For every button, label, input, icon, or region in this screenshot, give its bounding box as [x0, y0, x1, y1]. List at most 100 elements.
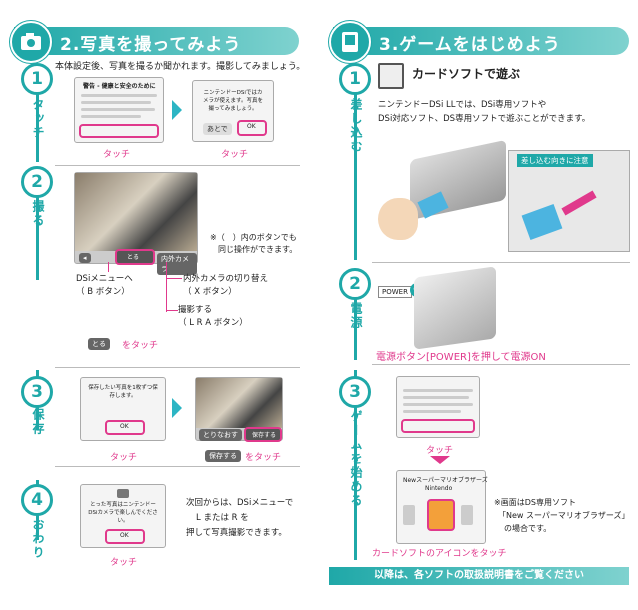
screen-note: の場合です。 [504, 524, 552, 533]
dsi-menu-button[interactable]: ◂ [79, 253, 91, 263]
ok-button[interactable]: OK [105, 529, 145, 544]
camera-screen: ◂ とる 内外カメラ [74, 172, 198, 275]
divider [55, 165, 300, 166]
note-text: 同じ操作ができます。 [218, 245, 298, 254]
touch-caption: タッチ [426, 446, 454, 456]
maker-label: Nintendo [425, 485, 453, 492]
ok-button[interactable]: OK [237, 120, 267, 136]
dsi-menu-button-label: （ B ボタン） [76, 287, 130, 297]
text-line [403, 403, 473, 406]
touch-caption: をタッチ [122, 341, 159, 351]
divider [372, 364, 630, 365]
step-number: 4 [21, 484, 53, 516]
callout-label: 差し込む向きに注意 [517, 154, 593, 167]
left-step-line-2 [36, 170, 39, 280]
shoot-button-label: （ L R A ボタン） [178, 318, 248, 328]
card-text: ニンテンドーDSi LLでは、DSi専用ソフトや [378, 100, 547, 110]
camera-prompt-screen: ニンテンドーDSiではカメラが使えます。写真を撮ってみましょう。 あとで OK [192, 80, 274, 142]
left-step-line-1 [36, 70, 39, 162]
switch-camera-button[interactable]: 内外カメラ [157, 253, 197, 275]
step-label: 差し込む [349, 98, 363, 154]
down-arrow-icon [430, 456, 450, 464]
next-arrow-icon [172, 398, 182, 418]
touch-caption: タッチ [103, 150, 131, 160]
card-insert-illustration [521, 203, 563, 241]
finish-text: 押して写真撮影できます。 [186, 528, 287, 538]
ok-button[interactable]: OK [105, 420, 145, 435]
finish-dialog-screen: とった写真はニンテンドーDSiカメラで楽しんでください。 OK [80, 484, 166, 548]
step-label: 撮る [31, 200, 45, 228]
warning-title: 警告 - 健康と安全のために [83, 83, 156, 90]
ok-label: OK [247, 123, 256, 130]
text-line [403, 389, 473, 392]
footer-banner: 以降は、各ソフトの取扱説明書をご覧ください [329, 567, 629, 585]
touch-area[interactable] [401, 419, 475, 433]
right-step-line-3 [354, 370, 357, 560]
connector-line [166, 310, 178, 311]
text-line [81, 94, 157, 97]
later-button[interactable]: あとで [203, 123, 232, 135]
step-label: タッチ [31, 98, 45, 140]
touch-caption: タッチ [221, 150, 249, 160]
card-software-icon[interactable] [427, 499, 455, 531]
hand-illustration [378, 198, 418, 240]
app-icon[interactable] [461, 505, 473, 525]
ok-label: OK [120, 532, 129, 539]
screen-note: 「New スーパーマリオブラザーズ」 [498, 511, 630, 520]
touch-caption: をタッチ [245, 453, 282, 463]
dialog-text: とった写真はニンテンドーDSiカメラで楽しんでください。 [88, 502, 158, 524]
connector-line [166, 278, 182, 279]
shoot-button[interactable]: とる [115, 249, 155, 265]
card-icon [378, 63, 404, 89]
divider [372, 262, 630, 263]
camera-icon [10, 21, 52, 63]
connector-line [108, 262, 109, 272]
step-number: 1 [339, 63, 371, 95]
step-label: ゲームを始める [349, 410, 363, 508]
right-header: 3.ゲームをはじめよう [329, 21, 629, 63]
text-line [403, 396, 469, 399]
left-intro: 本体設定後、写真を撮るか聞かれます。撮影してみましょう。 [55, 62, 306, 72]
insert-arrow-icon [561, 190, 597, 216]
save-button[interactable]: 保存する [244, 427, 282, 442]
step-number: 3 [339, 376, 371, 408]
save-photo-screen: とりなおす 保存する [195, 377, 283, 442]
retake-button[interactable]: とりなおす [199, 429, 242, 441]
card-text: DSi対応ソフト、DS専用ソフトで遊ぶことができます。 [378, 114, 591, 124]
save-button-sample: 保存する [205, 450, 241, 462]
card-icon-caption: カードソフトのアイコンをタッチ [372, 549, 507, 559]
divider [55, 466, 300, 467]
step-label: 保存 [31, 408, 45, 436]
ds-card-icon [329, 21, 371, 63]
screen-note: ※画面はDS専用ソフト [494, 498, 576, 507]
finish-text: L または R を [196, 513, 249, 523]
next-arrow-icon [172, 100, 182, 120]
note-text: ※（ ）内のボタンでも [210, 233, 297, 242]
text-line [81, 108, 155, 111]
ok-label: OK [120, 423, 129, 430]
right-step-line-2 [354, 270, 357, 360]
touch-caption: タッチ [110, 558, 138, 568]
left-header: 2.写真を撮ってみよう [10, 21, 299, 63]
left-title: 2.写真を撮ってみよう [60, 35, 242, 55]
card-heading: カードソフトで遊ぶ [412, 67, 521, 81]
dialog-text: 保存したい写真を1枚ずつ保存します。 [88, 385, 158, 399]
app-icon[interactable] [403, 505, 415, 525]
dsi-open-illustration [414, 266, 496, 350]
switch-label: 内外カメラの切り替え [183, 274, 269, 284]
step-number: 1 [21, 63, 53, 95]
dsi-menu-label: DSiメニューへ [76, 274, 133, 284]
step-label: 電源 [349, 302, 363, 330]
touch-area[interactable] [79, 124, 159, 138]
photo-preview [196, 378, 282, 428]
right-step-line-1 [354, 70, 357, 260]
warning-screen [396, 376, 480, 438]
right-title: 3.ゲームをはじめよう [379, 35, 561, 55]
power-caption: 電源ボタン[POWER]を押して電源ON [376, 352, 546, 363]
dialog-text: ニンテンドーDSiではカメラが使えます。写真を撮ってみましょう。 [203, 90, 263, 112]
camera-preview [75, 173, 197, 251]
touch-caption: タッチ [110, 453, 138, 463]
text-line [81, 101, 151, 104]
save-label: 保存する [252, 432, 277, 439]
save-dialog-screen: 保存したい写真を1枚ずつ保存します。 OK [80, 377, 166, 441]
